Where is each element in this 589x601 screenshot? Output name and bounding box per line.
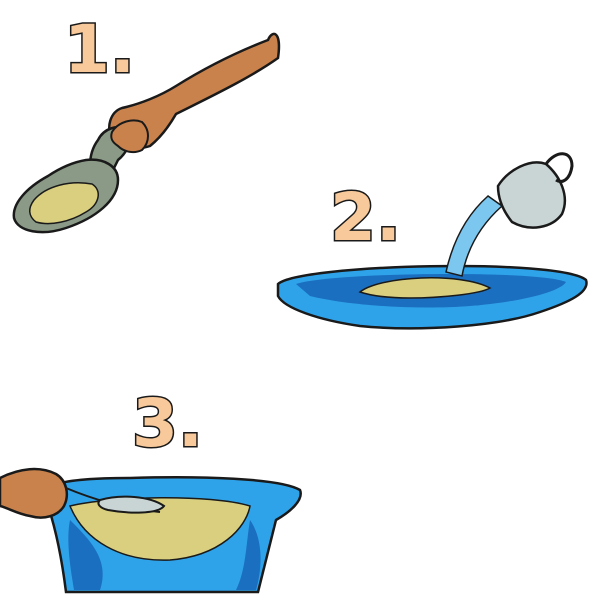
scoop-flour-icon (14, 34, 279, 232)
pour-water-icon (278, 154, 587, 329)
step-2: 2. (278, 154, 587, 329)
step-1-number: 1. (64, 11, 135, 88)
step-3: 3. (0, 385, 301, 592)
jug (498, 162, 565, 227)
step-3-number: 3. (132, 385, 203, 462)
water-stream (446, 196, 502, 276)
arm-stirring (0, 469, 67, 517)
step-1: 1. (14, 11, 279, 232)
stir-mixture-icon (0, 469, 301, 592)
step-2-number: 2. (330, 179, 401, 256)
